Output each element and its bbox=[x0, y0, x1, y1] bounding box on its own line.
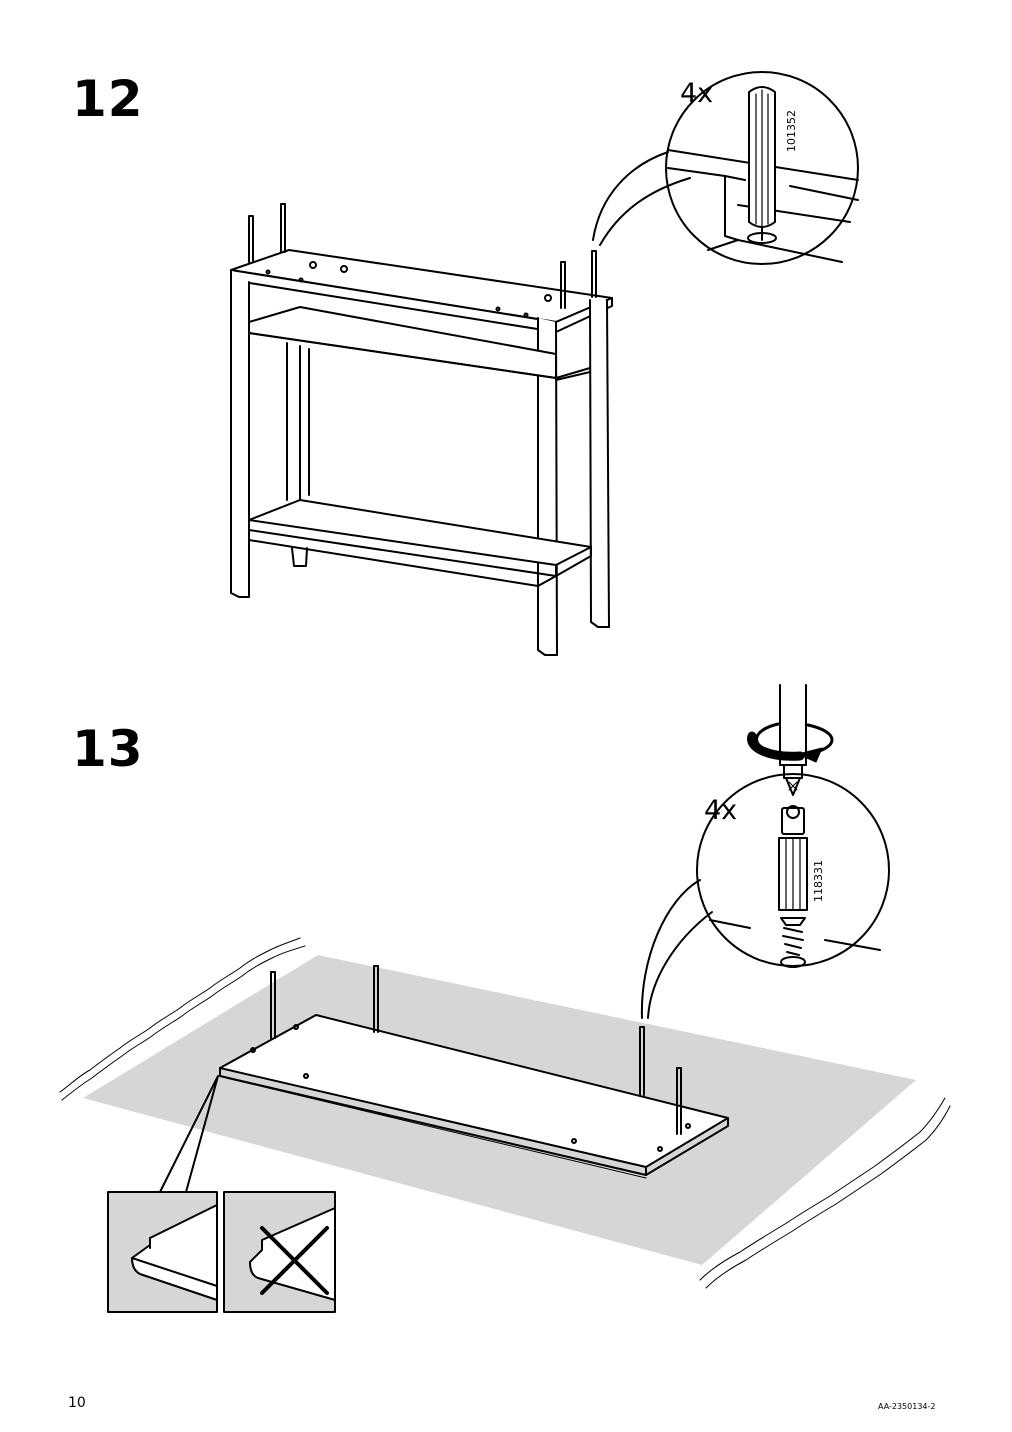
incorrect-cross-icon bbox=[260, 1226, 329, 1295]
step-number-12: 12 bbox=[72, 70, 144, 128]
part-number-13: 118331 bbox=[812, 860, 825, 902]
quantity-label-12: 4x bbox=[680, 78, 714, 109]
part-number-12: 101352 bbox=[785, 110, 798, 152]
incorrect-edge-detail bbox=[223, 1191, 336, 1313]
page-number: 10 bbox=[68, 1395, 86, 1411]
dowel-detail-callout bbox=[592, 71, 859, 265]
correct-edge-detail bbox=[107, 1191, 218, 1313]
tabletop-panel bbox=[219, 965, 729, 1179]
dowel-group-12 bbox=[248, 203, 597, 309]
rotate-arrow-icon bbox=[747, 722, 834, 763]
document-code: AA-2350134-2 bbox=[878, 1402, 936, 1411]
screw-detail-callout bbox=[640, 684, 890, 1019]
wooden-dowel-icon bbox=[748, 86, 776, 241]
step-number-13: 13 bbox=[72, 720, 144, 778]
console-table-frame bbox=[230, 203, 613, 656]
cam-lock-bolt-icon bbox=[778, 805, 808, 956]
dowel-group-13 bbox=[270, 965, 682, 1135]
screwdriver-icon bbox=[779, 684, 807, 796]
quantity-label-13: 4x bbox=[704, 795, 738, 826]
